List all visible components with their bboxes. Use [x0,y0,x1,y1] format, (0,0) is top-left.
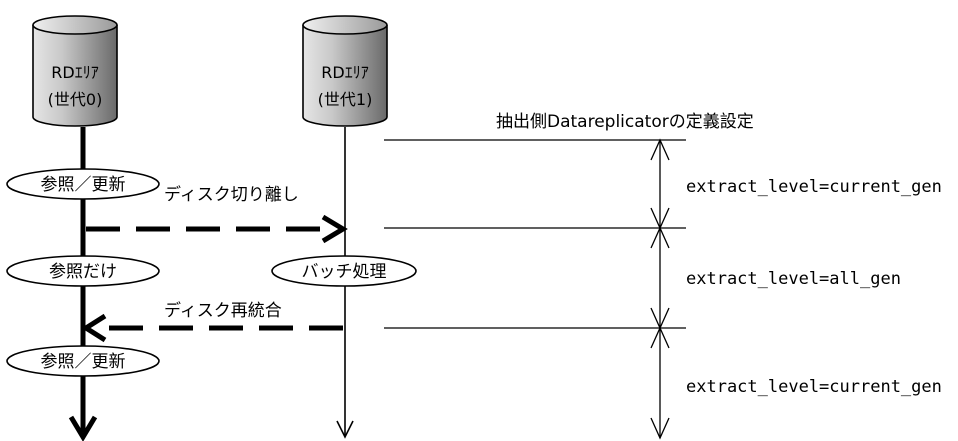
disk-split-label: ディスク切り離し [164,184,299,205]
extract-level-2: extract_level=all_gen [686,269,901,289]
state-read-update-1: 参照／更新 [41,175,126,195]
state-bubble-3: 参照／更新 [6,345,160,377]
state-read-only: 参照だけ [49,262,117,282]
range-arrowhead [650,226,670,249]
state-bubble-2: 参照だけ [6,255,160,287]
database-icon-gen1 [302,15,388,127]
state-bubble-1: 参照／更新 [6,168,160,200]
state-batch-processing: バッチ処理 [302,262,387,282]
state-read-update-2: 参照／更新 [41,352,126,372]
extract-level-3: extract_level=current_gen [686,377,942,397]
db-gen1-name: RDｴﾘｱ [321,63,368,82]
range-arrowhead [650,326,670,349]
gen0-timeline-arrowhead [68,415,98,441]
range-arrowhead [650,417,670,440]
disk-split-arrowhead [321,214,348,244]
extract-level-1: extract_level=current_gen [686,177,942,197]
database-icon-gen0 [32,15,118,127]
batch-bubble: バッチ処理 [271,255,417,287]
disk-rejoin-arrowhead [81,313,107,343]
db-gen0-name: RDｴﾘｱ [51,63,98,82]
disk-rejoin-label: ディスク再統合 [164,300,282,321]
gen1-timeline-arrowhead [336,420,354,439]
db-gen1-generation: (世代1) [318,90,373,109]
range-arrowhead [650,138,670,161]
db-gen0-generation: (世代0) [48,90,103,109]
definition-title: 抽出側Datareplicatorの定義設定 [496,112,754,132]
